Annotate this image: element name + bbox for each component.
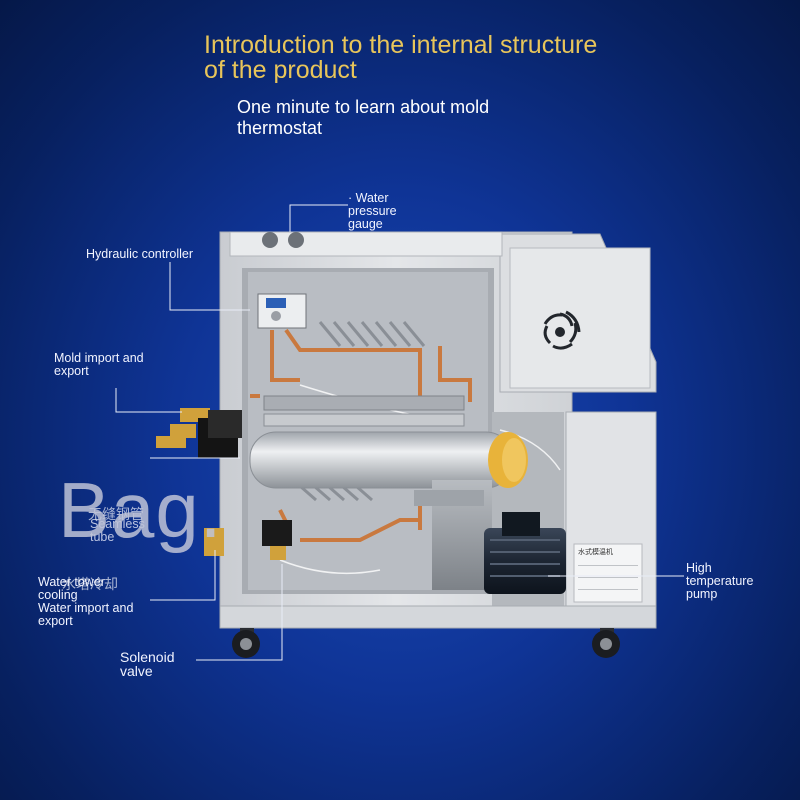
fan-icon <box>538 310 582 354</box>
page-subtitle: One minute to learn about mold thermosta… <box>237 97 490 138</box>
label-water-tower-cooling-cn: 水塔冷却 <box>62 576 118 592</box>
label-hydraulic-controller: Hydraulic controller <box>86 247 193 261</box>
solenoid-valve <box>204 520 292 560</box>
caster-wheel-left <box>232 628 260 658</box>
mold-import-export-fittings <box>156 408 242 458</box>
heating-tank <box>249 431 528 489</box>
caster-wheel-right <box>592 628 620 658</box>
label-seamless-tube-cn: 无缝钢管 <box>88 506 144 522</box>
label-water-pressure-gauge: · Water pressure gauge <box>348 191 397 231</box>
label-high-temperature-pump: High temperature pump <box>686 561 754 601</box>
nameplate <box>573 543 643 603</box>
label-mold-import-export: Mold import and export <box>54 351 144 378</box>
manifold <box>263 395 465 427</box>
hydraulic-controller <box>257 293 307 329</box>
page-title: Introduction to the internal structure o… <box>204 31 598 84</box>
label-seamless-tube: Seamless tube <box>90 517 145 544</box>
label-water-import-export: Water import and export <box>38 601 134 628</box>
high-temperature-pump <box>414 480 566 594</box>
label-solenoid-valve: Solenoid valve <box>120 649 175 679</box>
leader-lines <box>115 204 684 661</box>
watermark: Bag. <box>58 466 223 554</box>
nameplate-title: 水式模温机 <box>578 549 613 556</box>
pressure-gauge <box>262 232 304 248</box>
label-water-tower-cooling: Water tower cooling <box>38 575 105 602</box>
